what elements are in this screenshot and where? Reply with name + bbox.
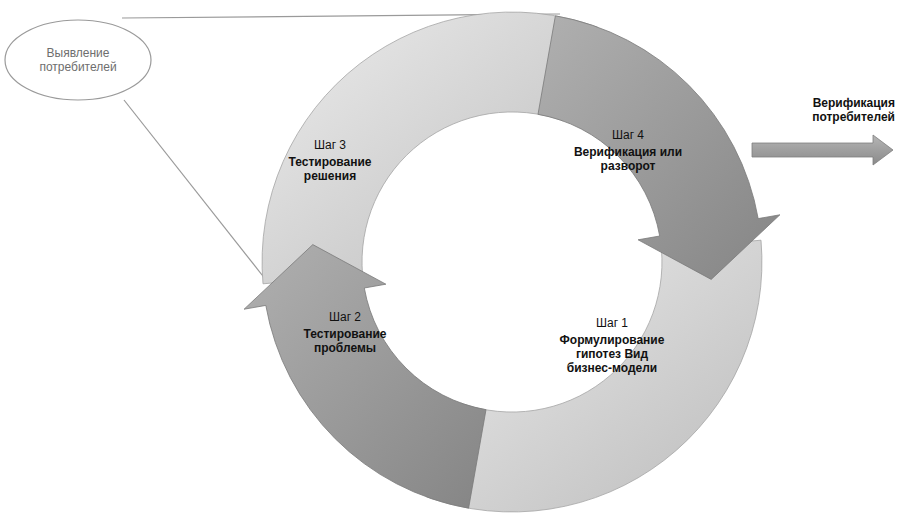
result-arrow-shape [752,135,895,165]
step-title: Выявление потребителей [4,46,152,75]
step-title: Верификация потребителей [752,96,895,125]
step-band: Шаг 1 Формулирование гипотез Вид бизнес-м… [552,313,672,377]
step-title: Формулирование гипотез Вид бизнес-модели [552,333,672,376]
step-title: Тестирование решения [267,155,393,184]
step-band: Шаг 3 Тестирование решения [267,135,393,184]
step-number: Шаг 4 [560,128,696,142]
step-arrow: Шаг 4 Верификация или разворот [560,125,696,174]
step-number: Шаг 2 [281,310,409,324]
circle-outline [5,20,151,100]
step-number: Шаг 3 [267,138,393,152]
cycle-arrow [538,16,780,280]
cycle-band [427,240,762,512]
result-arrow: Верификация потребителей [752,96,895,165]
cycle-arrow [244,245,486,509]
step-arrow: Шаг 2 Тестирование проблемы [281,307,409,356]
step-number: Шаг 1 [552,316,672,330]
stage-circle: Выявление потребителей [4,19,152,101]
cycle-band [262,12,597,284]
result-arrow-shape [752,135,893,165]
step-title: Верификация или разворот [560,145,696,174]
leader-line [124,100,266,280]
step-title: Тестирование проблемы [281,327,409,356]
